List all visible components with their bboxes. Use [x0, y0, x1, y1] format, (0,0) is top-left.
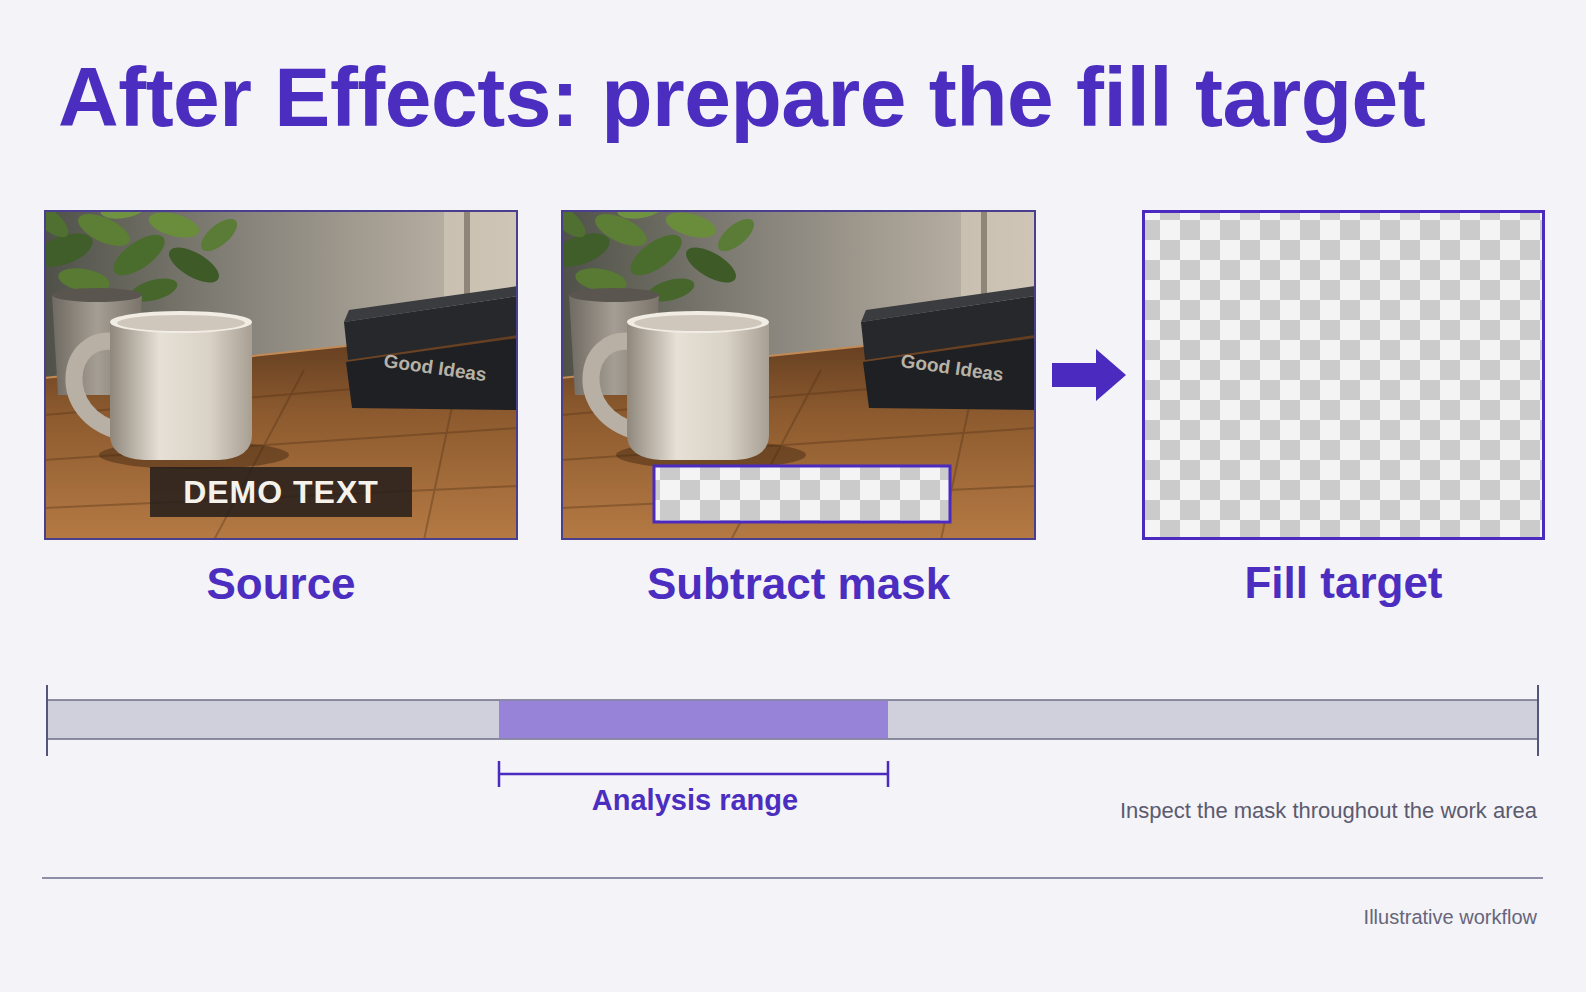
timeline-tick — [1537, 685, 1539, 756]
book-spine-text: Good Ideas — [383, 351, 488, 384]
book-spine-text: Good Ideas — [900, 351, 1005, 384]
source-image — [24, 194, 518, 540]
range-label: Analysis range — [495, 786, 895, 815]
transparent-fill — [1142, 210, 1545, 540]
diagram-title: After Effects: prepare the fill target — [58, 55, 1425, 139]
timeline-tick — [46, 685, 48, 756]
range-bracket — [499, 761, 888, 787]
panel-heading: Source — [6, 562, 556, 606]
footnote: Illustrative workflow — [1364, 907, 1537, 927]
note-text: Inspect the mask throughout the work are… — [1120, 800, 1537, 822]
panel-heading: Fill target — [1105, 561, 1582, 605]
subtract-mask — [654, 466, 950, 522]
masked-image — [541, 194, 1035, 540]
overlay-text: DEMO TEXT — [183, 476, 379, 508]
text-overlay: DEMO TEXT — [150, 467, 412, 517]
flow-arrow — [1052, 349, 1126, 401]
divider-rule — [42, 877, 1543, 879]
panel-heading: Subtract mask — [523, 562, 1074, 606]
analysis-range-band — [499, 701, 888, 739]
timeline-bar — [47, 700, 1538, 739]
output-panel: Fill target — [1142, 210, 1545, 540]
